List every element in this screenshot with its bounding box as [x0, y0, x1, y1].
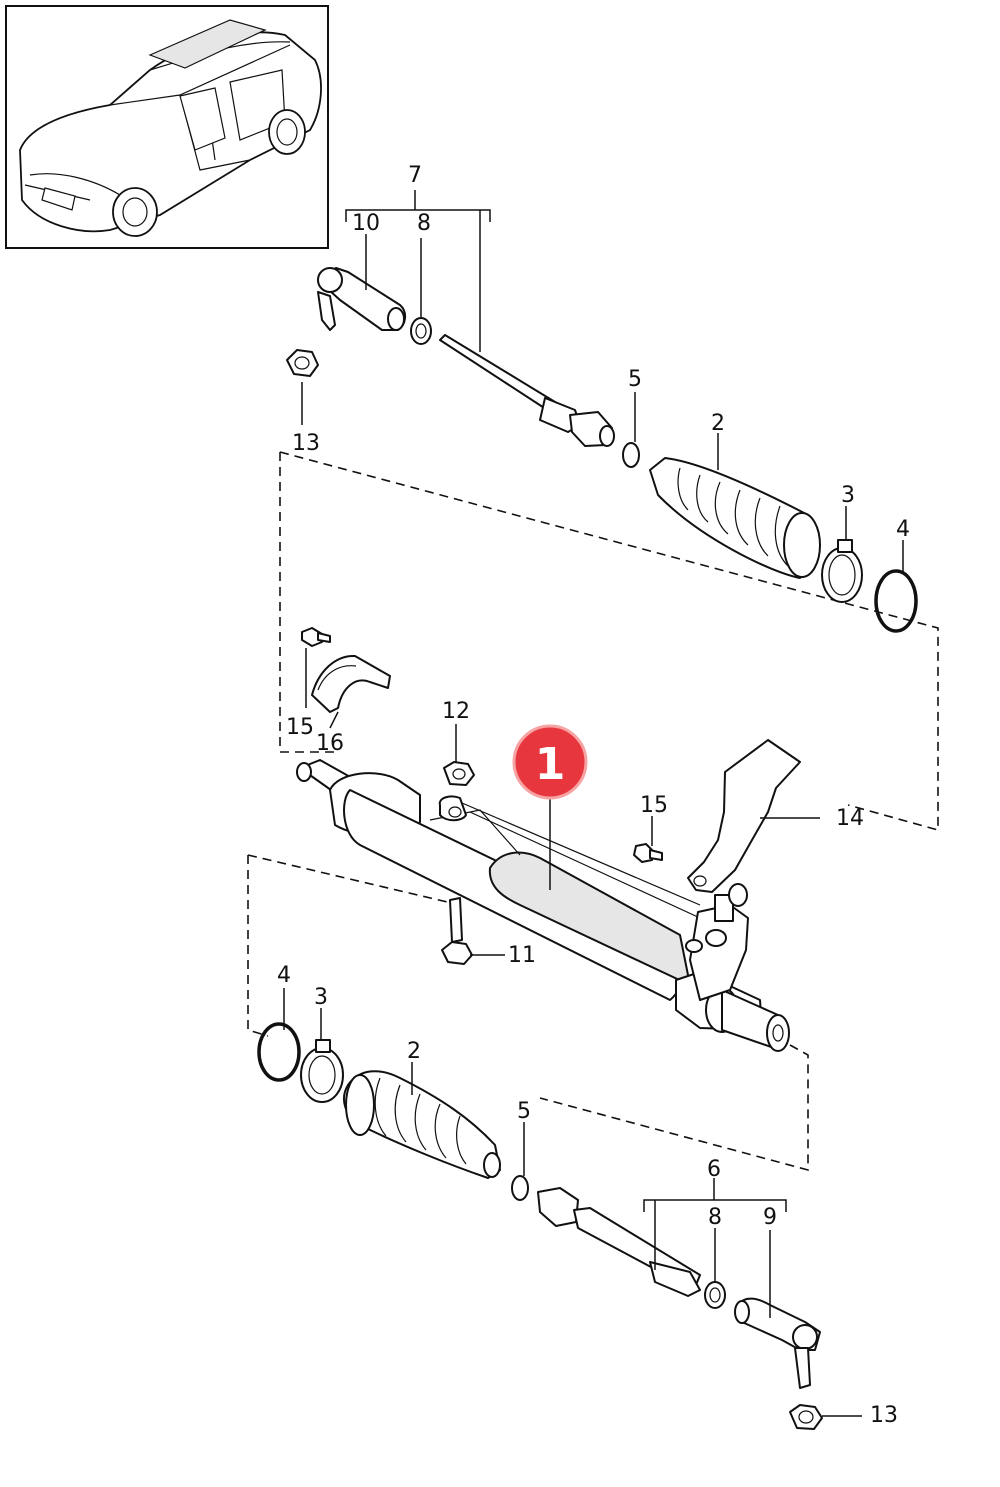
callout-4-bottom[interactable]: 4 — [277, 963, 291, 988]
callout-7[interactable]: 7 — [408, 163, 422, 188]
highlight-badge-number: 1 — [535, 739, 566, 790]
callout-4-top[interactable]: 4 — [896, 517, 910, 542]
callout-2-top[interactable]: 2 — [711, 411, 725, 436]
callout-15-right[interactable]: 15 — [640, 793, 668, 818]
callout-14[interactable]: 14 — [836, 806, 864, 831]
collar-nut-lower-13[interactable] — [789, 1404, 823, 1430]
hex-nut-upper[interactable] — [410, 317, 432, 345]
boot-lower[interactable] — [343, 1070, 501, 1179]
callout-5-bottom[interactable]: 5 — [517, 1099, 531, 1124]
callout-8-bottom[interactable]: 8 — [708, 1205, 722, 1230]
assembly-outline-lower — [247, 854, 809, 1172]
bolt-15-right[interactable] — [633, 843, 663, 863]
callout-5-top[interactable]: 5 — [628, 367, 642, 392]
callout-16[interactable]: 16 — [316, 731, 344, 756]
hex-nut-lower[interactable] — [704, 1281, 726, 1309]
boot-upper[interactable] — [649, 457, 821, 579]
inner-tie-rod-upper[interactable] — [439, 334, 615, 447]
suv-car-icon — [19, 19, 322, 237]
heat-shield-14[interactable] — [687, 739, 801, 893]
callout-8-top[interactable]: 8 — [417, 211, 431, 236]
clamp-lower-3[interactable] — [300, 1039, 344, 1103]
callout-2-bottom[interactable]: 2 — [407, 1039, 421, 1064]
clip-upper-5[interactable] — [622, 442, 640, 468]
bolt-11[interactable] — [441, 897, 473, 965]
callout-3-top[interactable]: 3 — [841, 483, 855, 508]
callout-15-left[interactable]: 15 — [286, 715, 314, 740]
clamp-upper-3[interactable] — [821, 539, 863, 603]
callout-13-bottom[interactable]: 13 — [870, 1403, 898, 1428]
callout-12[interactable]: 12 — [442, 699, 470, 724]
highlight-badge-1[interactable]: 1 — [512, 724, 588, 800]
bolt-15-left[interactable] — [301, 627, 331, 647]
steering-rack-housing[interactable] — [296, 759, 790, 1052]
callout-labels: 7 10 8 13 5 2 3 4 15 16 12 15 14 11 4 3 … — [277, 163, 910, 1428]
callout-3-bottom[interactable]: 3 — [314, 985, 328, 1010]
callout-9[interactable]: 9 — [763, 1205, 777, 1230]
inner-tie-rod-lower[interactable] — [537, 1187, 701, 1297]
tie-rod-end-upper[interactable] — [317, 267, 406, 331]
vehicle-thumbnail — [5, 5, 329, 249]
hex-nut-12[interactable] — [443, 761, 475, 786]
collar-nut-upper-13[interactable] — [286, 349, 319, 377]
tie-rod-end-lower[interactable] — [734, 1297, 821, 1389]
callout-13-top[interactable]: 13 — [292, 431, 320, 456]
o-ring-lower-4[interactable] — [257, 1022, 301, 1082]
leader-lines — [283, 190, 904, 1417]
callout-10[interactable]: 10 — [352, 211, 380, 236]
bracket-16[interactable] — [311, 654, 391, 713]
callout-6[interactable]: 6 — [707, 1157, 721, 1182]
clip-lower-5[interactable] — [511, 1175, 529, 1201]
assembly-outline-upper — [279, 451, 939, 832]
callout-11[interactable]: 11 — [508, 943, 536, 968]
o-ring-upper-4[interactable] — [874, 569, 918, 633]
